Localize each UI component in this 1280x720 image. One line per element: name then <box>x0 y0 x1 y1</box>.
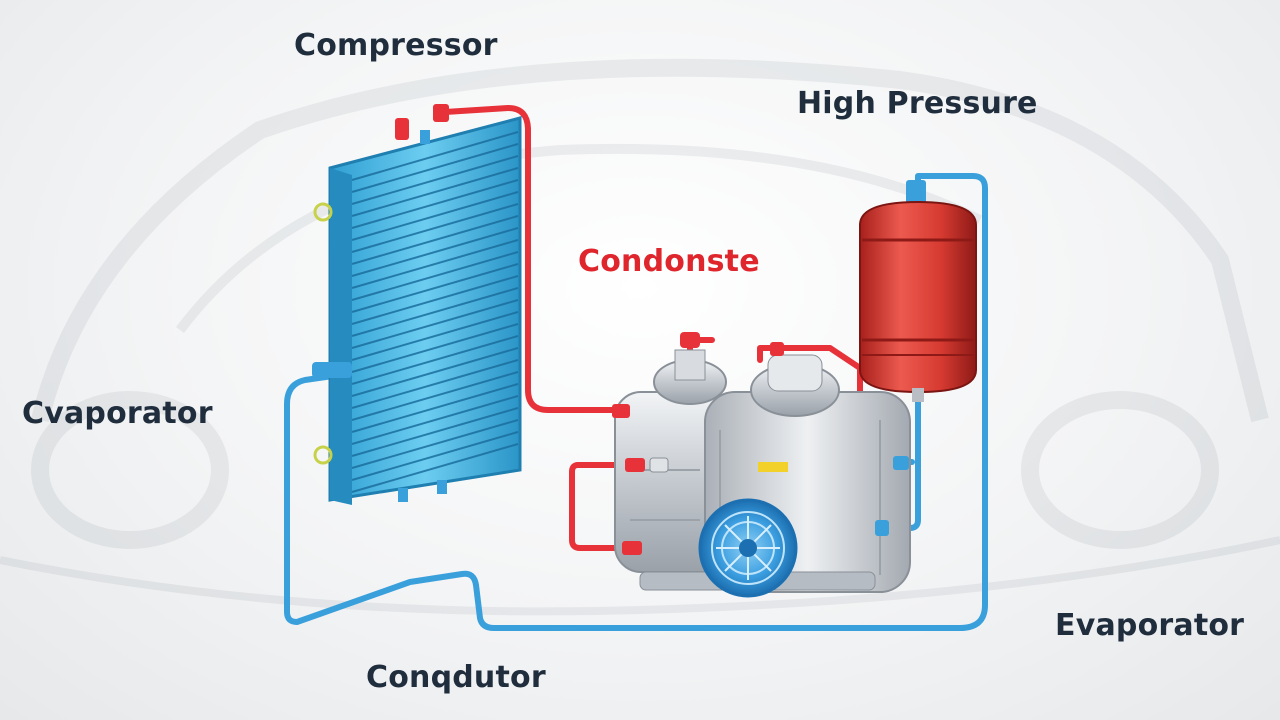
car-silhouette-icon <box>0 58 1280 616</box>
label-evaporator: Evaporator <box>1055 608 1245 643</box>
high-pressure-line <box>442 105 863 551</box>
fan-icon <box>698 498 798 598</box>
label-condonste: Condonste <box>578 244 760 279</box>
label-cvaporator: Cvaporator <box>22 396 213 431</box>
label-conqdutor: Conqdutor <box>366 660 546 695</box>
receiver-tank-icon <box>859 180 977 402</box>
condenser-icon <box>312 104 522 505</box>
label-high-pressure: High Pressure <box>797 86 1038 121</box>
label-compressor: Compressor <box>294 28 498 63</box>
